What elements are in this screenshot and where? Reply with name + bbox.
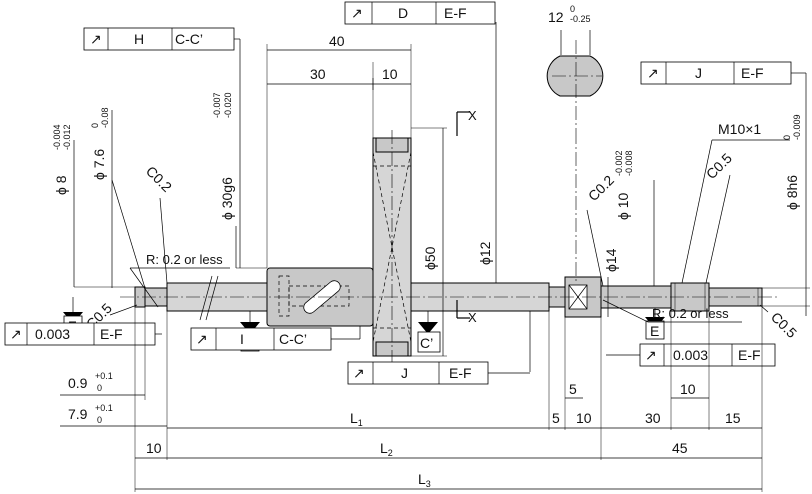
- dia-7-6: ϕ 7.6: [91, 149, 107, 180]
- svg-text:0: 0: [90, 123, 100, 128]
- dia-50: ϕ50: [422, 246, 438, 270]
- flange-width-10: 10: [382, 66, 398, 82]
- svg-text:↗: ↗: [351, 5, 363, 21]
- length-r10-top: 10: [680, 381, 696, 397]
- datum-c-prime-triangle: [418, 322, 438, 334]
- length-l1: L1: [350, 410, 363, 428]
- svg-text:0: 0: [570, 4, 575, 14]
- svg-text:E-F: E-F: [100, 326, 123, 342]
- break-mark-2: [205, 275, 219, 321]
- datum-c-prime: C’: [420, 335, 433, 351]
- section-x-bottom: X: [468, 310, 477, 325]
- chamfer-c05-end: C0.5: [768, 309, 800, 341]
- length-l3: L3: [418, 471, 431, 489]
- fcf-i-cc: ↗ I C-C’: [190, 326, 361, 351]
- dia-10: ϕ 10: [615, 192, 631, 220]
- svg-text:-0.008: -0.008: [624, 150, 634, 176]
- svg-text:+0.1: +0.1: [95, 371, 113, 381]
- nut-length-40: 40: [329, 33, 345, 49]
- svg-text:-0.002: -0.002: [614, 150, 624, 176]
- dia-12: ϕ12: [477, 241, 493, 265]
- fcf-h-cc: ↗ H C-C’: [83, 27, 241, 268]
- chamfer-c02-right: C0.2: [585, 172, 617, 204]
- extension-lines: [134, 306, 763, 492]
- fcf-tol-right: ↗ 0.003 E-F: [606, 343, 776, 367]
- svg-text:0: 0: [97, 383, 102, 393]
- svg-text:E-F: E-F: [449, 365, 472, 381]
- svg-text:I: I: [240, 331, 244, 347]
- length-r15: 15: [725, 410, 741, 426]
- section-width: 12: [548, 9, 564, 25]
- fcf-j-ef-mid: ↗ J E-F: [347, 361, 530, 385]
- length-r45: 45: [672, 440, 688, 456]
- svg-text:0: 0: [782, 135, 792, 140]
- svg-text:-0.020: -0.020: [223, 92, 233, 118]
- length-r10: 10: [576, 410, 592, 426]
- svg-text:↗: ↗: [196, 331, 208, 347]
- svg-text:↗: ↗: [645, 347, 657, 363]
- svg-text:D: D: [398, 5, 408, 21]
- fcf-d-ef: ↗ D E-F: [344, 1, 496, 25]
- svg-text:-0.012: -0.012: [62, 124, 72, 150]
- groove-0-9: 0.9: [68, 375, 88, 391]
- length-r5-top: 5: [569, 381, 577, 397]
- chamfer-c02-left: C0.2: [143, 163, 175, 195]
- svg-text:E-F: E-F: [738, 347, 761, 363]
- svg-text:0.003: 0.003: [673, 347, 708, 363]
- chamfer-c05-right: C0.5: [703, 150, 735, 182]
- radius-note-right: R: 0.2 or less: [652, 306, 729, 321]
- svg-text:+0.1: +0.1: [95, 403, 113, 413]
- fcf-tol-left: ↗ 0.003 E-F: [4, 322, 162, 346]
- svg-text:0.003: 0.003: [35, 326, 70, 342]
- svg-text:↗: ↗: [353, 365, 365, 381]
- thread-m10x1: M10×1: [718, 121, 761, 137]
- datum-e-box: [645, 320, 665, 340]
- break-mark-1: [199, 275, 213, 321]
- svg-text:-0.25: -0.25: [570, 14, 591, 24]
- dia-8h6: ϕ 8h6: [784, 175, 800, 210]
- section-x-top: X: [468, 108, 477, 123]
- svg-text:J: J: [401, 365, 408, 381]
- dia-8: ϕ 8: [53, 175, 69, 195]
- fcf-j-ef-top: ↗ J E-F: [640, 61, 807, 278]
- datum-c-prime-box: [417, 331, 441, 353]
- datum-e: E: [650, 323, 659, 339]
- svg-text:0: 0: [97, 415, 102, 425]
- length-l2: L2: [380, 440, 393, 458]
- dia-14: ϕ14: [603, 248, 619, 272]
- length-left-10: 10: [146, 440, 162, 456]
- svg-text:↗: ↗: [10, 326, 22, 342]
- length-r30: 30: [645, 410, 661, 426]
- svg-text:C-C’: C-C’: [175, 31, 203, 47]
- svg-text:-0.009: -0.009: [792, 114, 802, 140]
- radius-note-left: R: 0.2 or less: [146, 252, 223, 267]
- section-x-marker: X X: [456, 108, 477, 325]
- cross-section-view: 12 0 -0.25: [546, 4, 604, 282]
- svg-text:J: J: [695, 65, 702, 81]
- svg-text:-0.004: -0.004: [52, 124, 62, 150]
- svg-text:E-F: E-F: [444, 5, 467, 21]
- svg-text:E-F: E-F: [741, 65, 764, 81]
- length-gap-5: 5: [552, 410, 560, 426]
- svg-text:C-C’: C-C’: [279, 331, 307, 347]
- svg-text:-0.08: -0.08: [100, 107, 110, 128]
- nut-length-30: 30: [310, 66, 326, 82]
- svg-text:H: H: [134, 31, 144, 47]
- dia-30g6: ϕ 30g6: [219, 177, 235, 220]
- svg-text:-0.007: -0.007: [212, 92, 222, 118]
- groove-7-9: 7.9: [68, 406, 88, 422]
- svg-text:↗: ↗: [90, 31, 102, 47]
- ball-nut: [266, 137, 412, 357]
- svg-text:↗: ↗: [647, 65, 659, 81]
